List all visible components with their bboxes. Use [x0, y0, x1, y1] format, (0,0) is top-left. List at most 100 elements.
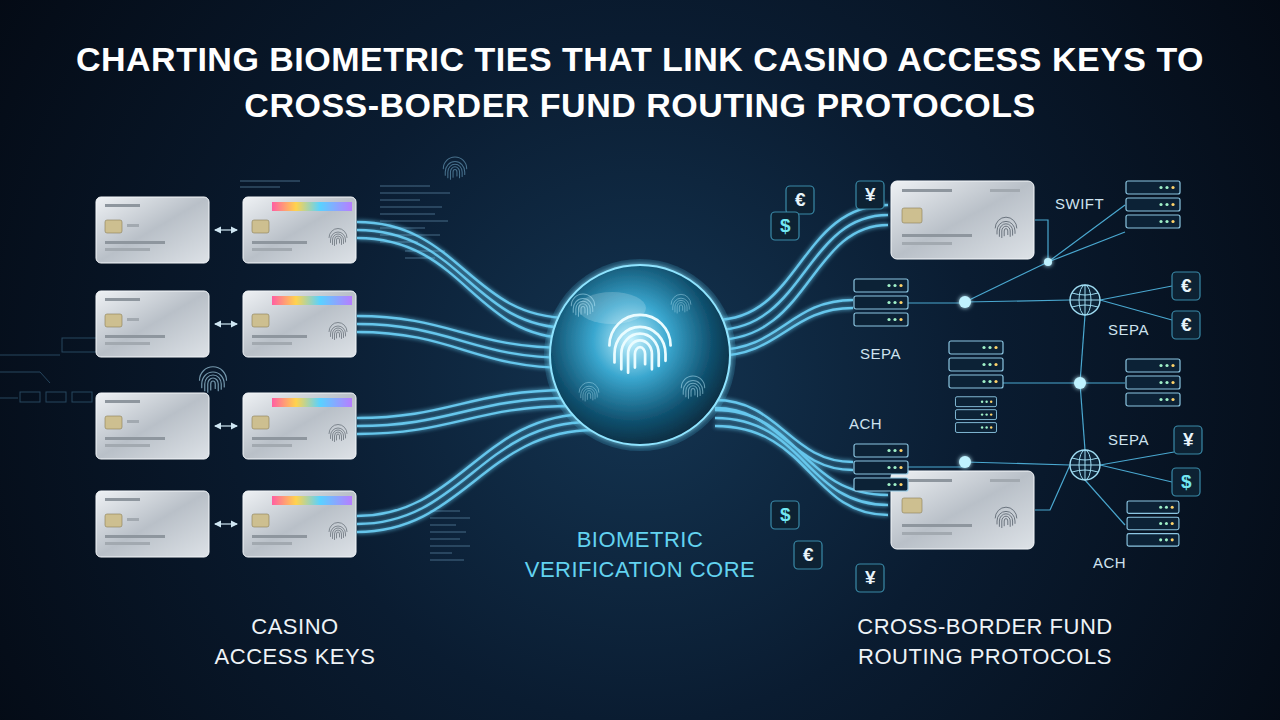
protocol-label: ACH — [849, 415, 882, 433]
fingerprint-icon — [671, 294, 691, 313]
use-shape — [96, 393, 209, 459]
label-slot: SEPA — [1108, 321, 1149, 339]
rect-shape — [430, 531, 466, 533]
rect-shape — [1172, 468, 1200, 496]
circle-shape — [959, 456, 971, 468]
fingerprint-icon — [681, 376, 704, 398]
rect-shape — [240, 180, 300, 182]
use-shape — [1127, 501, 1179, 546]
rect-shape — [430, 559, 464, 561]
line-shape — [215, 323, 237, 324]
use-shape — [1070, 450, 1100, 480]
label-slot: ACH — [1093, 554, 1126, 572]
path-shape — [1048, 205, 1125, 262]
label-slot: € — [1181, 314, 1192, 336]
core-sphere — [505, 263, 775, 447]
currency-symbol: ¥ — [1183, 429, 1194, 451]
use-shape — [96, 491, 209, 557]
rect-shape — [786, 186, 814, 214]
server-stacks — [854, 181, 1180, 546]
currency-boxes — [771, 181, 1202, 592]
pair-arrows — [215, 230, 237, 524]
access-cards — [96, 197, 356, 557]
path-shape — [1085, 480, 1125, 525]
rect-shape — [240, 186, 280, 188]
sphere-highlight — [578, 292, 646, 324]
use-shape — [96, 291, 209, 357]
use-shape — [96, 197, 209, 263]
label-slot: ¥ — [865, 567, 876, 589]
path-shape — [357, 422, 590, 524]
protocol-label: SWIFT — [1055, 195, 1104, 213]
network-dots — [959, 258, 1086, 468]
rect-shape — [380, 192, 450, 194]
rect-shape — [771, 212, 799, 240]
use-shape — [854, 279, 908, 326]
path-shape — [0, 381, 950, 385]
use-shape — [949, 341, 1003, 388]
line-shape — [215, 523, 237, 524]
rect-shape — [1172, 311, 1200, 339]
rect-shape — [72, 392, 92, 402]
use-shape — [243, 393, 356, 459]
data-noise — [240, 180, 470, 561]
label-slot: ACH — [849, 415, 882, 433]
protocol-label: ACH — [1093, 554, 1126, 572]
label-slot: CROSS-BORDER FUND ROUTING PROTOCOLS — [835, 612, 1135, 672]
protocol-label: SEPA — [1108, 431, 1149, 449]
path-shape — [357, 414, 590, 516]
use-shape — [243, 491, 356, 557]
fingerprint-icon — [443, 157, 466, 179]
fingerprint-icon — [579, 382, 599, 401]
label-slot: $ — [780, 215, 791, 237]
rect-shape — [1174, 426, 1202, 454]
label-slot: SWIFT — [1055, 195, 1104, 213]
label-slot: € — [1181, 275, 1192, 297]
path-shape — [715, 300, 853, 350]
path-shape — [357, 238, 570, 338]
label-slot: SEPA — [1108, 431, 1149, 449]
currency-symbol: € — [1181, 314, 1192, 336]
fingerprint-icon — [609, 315, 670, 373]
use-shape — [854, 444, 908, 491]
currency-symbol: ¥ — [865, 567, 876, 589]
protocol-label: SEPA — [860, 345, 901, 363]
rect-shape — [380, 206, 442, 208]
use-shape — [891, 181, 1034, 259]
path-shape — [1035, 465, 1070, 510]
center-beam — [0, 383, 950, 384]
rect-shape — [20, 392, 40, 402]
rect-shape — [430, 545, 470, 547]
path-shape — [965, 462, 1070, 465]
path-shape — [1035, 220, 1048, 262]
rect-shape — [380, 220, 448, 222]
path-shape — [357, 332, 570, 368]
path-shape — [908, 302, 965, 303]
circle-shape — [1044, 258, 1052, 266]
path-shape — [908, 466, 965, 467]
path-shape — [357, 222, 570, 318]
rect-shape — [430, 538, 460, 540]
rect-shape — [794, 541, 822, 569]
sphere-glow — [544, 259, 736, 451]
section-label: CROSS-BORDER FUND ROUTING PROTOCOLS — [835, 612, 1135, 672]
path-shape — [1003, 382, 1125, 383]
use-shape — [1126, 359, 1180, 406]
use-shape — [891, 471, 1034, 549]
path-shape — [357, 316, 570, 348]
label-slot: SEPA — [860, 345, 901, 363]
sphere-body — [550, 265, 730, 445]
path-shape — [1048, 232, 1125, 262]
line-shape — [215, 229, 237, 230]
path-shape — [965, 300, 1070, 302]
rect-shape — [430, 524, 456, 526]
label-slot: ¥ — [1183, 429, 1194, 451]
rect-shape — [1172, 272, 1200, 300]
path-shape — [357, 230, 570, 328]
path-shape — [1100, 300, 1172, 320]
path-shape — [1080, 315, 1085, 383]
rect-shape — [856, 564, 884, 592]
path-shape — [1100, 452, 1174, 465]
rect-shape — [380, 213, 435, 215]
path-shape — [0, 382, 950, 383]
